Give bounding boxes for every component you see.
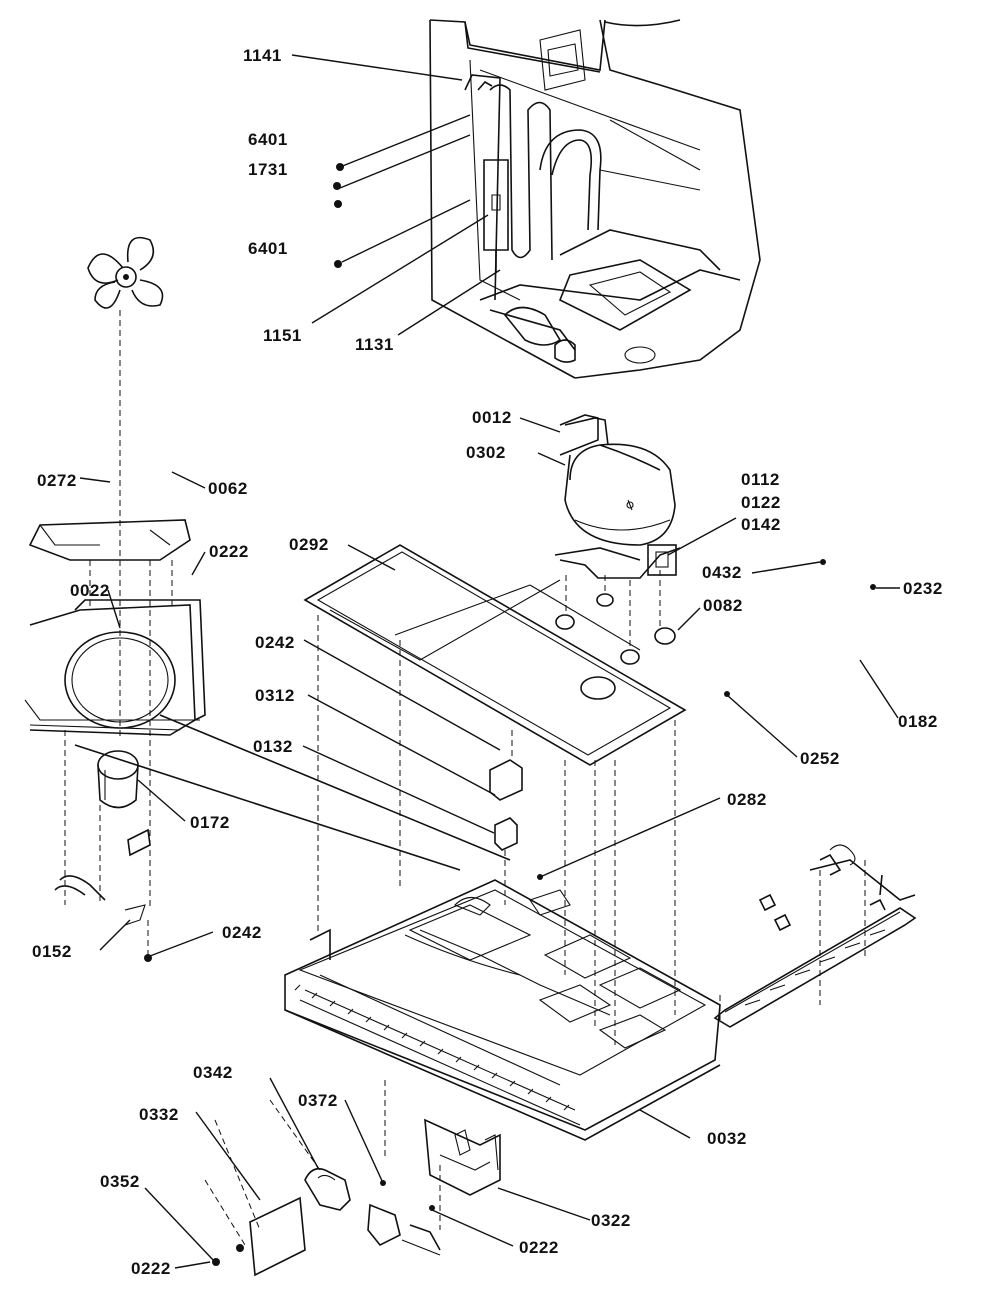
label-0432: 0432	[702, 563, 742, 582]
label-0032: 0032	[707, 1129, 747, 1148]
label-0292: 0292	[289, 535, 329, 554]
label-0112: 0112	[741, 470, 780, 489]
label-0312: 0312	[255, 686, 295, 705]
label-0322: 0322	[591, 1211, 631, 1230]
label-0372: 0372	[298, 1091, 338, 1110]
label-0022: 0022	[70, 581, 110, 600]
label-0332: 0332	[139, 1105, 179, 1124]
label-0302: 0302	[466, 443, 506, 462]
condenser-fan-assembly	[24, 236, 511, 960]
label-0242-b: 0242	[222, 923, 262, 942]
label-0172: 0172	[190, 813, 230, 832]
label-0222-a: 0222	[209, 542, 249, 561]
cabinet-back-assembly	[429, 19, 761, 379]
label-0342: 0342	[193, 1063, 233, 1082]
label-0272: 0272	[37, 471, 77, 490]
label-0152: 0152	[32, 942, 72, 961]
label-0282: 0282	[727, 790, 767, 809]
label-0142: 0142	[741, 515, 781, 534]
label-0252: 0252	[800, 749, 840, 768]
label-0132: 0132	[253, 737, 293, 756]
compressor-assembly	[554, 414, 681, 665]
label-6401-b: 6401	[248, 239, 288, 258]
label-0232: 0232	[903, 579, 943, 598]
label-0012: 0012	[472, 408, 512, 427]
label-0082: 0082	[703, 596, 743, 615]
machine-compartment	[284, 544, 721, 1141]
bottom-hardware	[204, 1080, 501, 1277]
label-1151: 1151	[263, 326, 302, 345]
leader-lines	[79, 54, 900, 1269]
label-0352: 0352	[100, 1172, 140, 1191]
label-1731: 1731	[248, 160, 288, 179]
drain-bracket-assembly	[713, 844, 917, 1028]
label-1131: 1131	[355, 335, 394, 354]
label-0242-a: 0242	[255, 633, 295, 652]
label-0122: 0122	[741, 493, 781, 512]
label-0062: 0062	[208, 479, 248, 498]
label-6401-a: 6401	[248, 130, 288, 149]
label-0222-b: 0222	[519, 1238, 559, 1257]
label-0182: 0182	[898, 712, 938, 731]
label-1141: 1141	[243, 46, 282, 65]
label-0222-c: 0222	[131, 1259, 171, 1278]
